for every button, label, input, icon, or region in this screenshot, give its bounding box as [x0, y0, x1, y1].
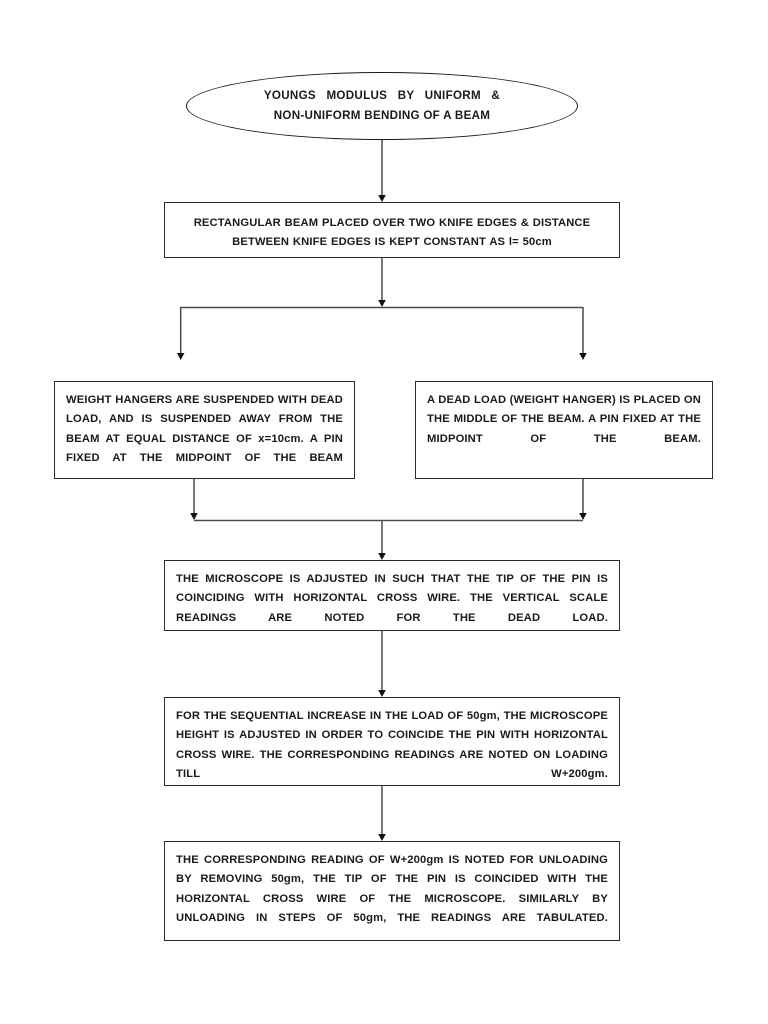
node-microscope-adjust-text: THE MICROSCOPE IS ADJUSTED IN SUCH THAT …: [176, 573, 608, 624]
node-unloading-readings: THE CORRESPONDING READING OF W+200gm IS …: [164, 841, 620, 941]
title-line-2: NON-UNIFORM BENDING OF A BEAM: [273, 109, 491, 122]
node-beam-setup: RECTANGULAR BEAM PLACED OVER TWO KNIFE E…: [164, 202, 620, 258]
node-uniform-bending: WEIGHT HANGERS ARE SUSPENDED WITH DEAD L…: [54, 381, 355, 479]
node-microscope-adjust: THE MICROSCOPE IS ADJUSTED IN SUCH THAT …: [164, 560, 620, 631]
node-non-uniform-bending: A DEAD LOAD (WEIGHT HANGER) IS PLACED ON…: [415, 381, 713, 479]
flowchart-title-ellipse: YOUNGS MODULUS BY UNIFORM & NON-UNIFORM …: [186, 72, 578, 140]
node-beam-setup-text: RECTANGULAR BEAM PLACED OVER TWO KNIFE E…: [193, 217, 591, 249]
node-sequential-loading-text: FOR THE SEQUENTIAL INCREASE IN THE LOAD …: [176, 710, 608, 780]
node-unloading-readings-text: THE CORRESPONDING READING OF W+200gm IS …: [176, 854, 608, 924]
node-non-uniform-bending-text: A DEAD LOAD (WEIGHT HANGER) IS PLACED ON…: [427, 394, 701, 445]
node-uniform-bending-text: WEIGHT HANGERS ARE SUSPENDED WITH DEAD L…: [66, 394, 343, 464]
title-line-1: YOUNGS MODULUS BY UNIFORM &: [263, 88, 501, 102]
node-sequential-loading: FOR THE SEQUENTIAL INCREASE IN THE LOAD …: [164, 697, 620, 786]
